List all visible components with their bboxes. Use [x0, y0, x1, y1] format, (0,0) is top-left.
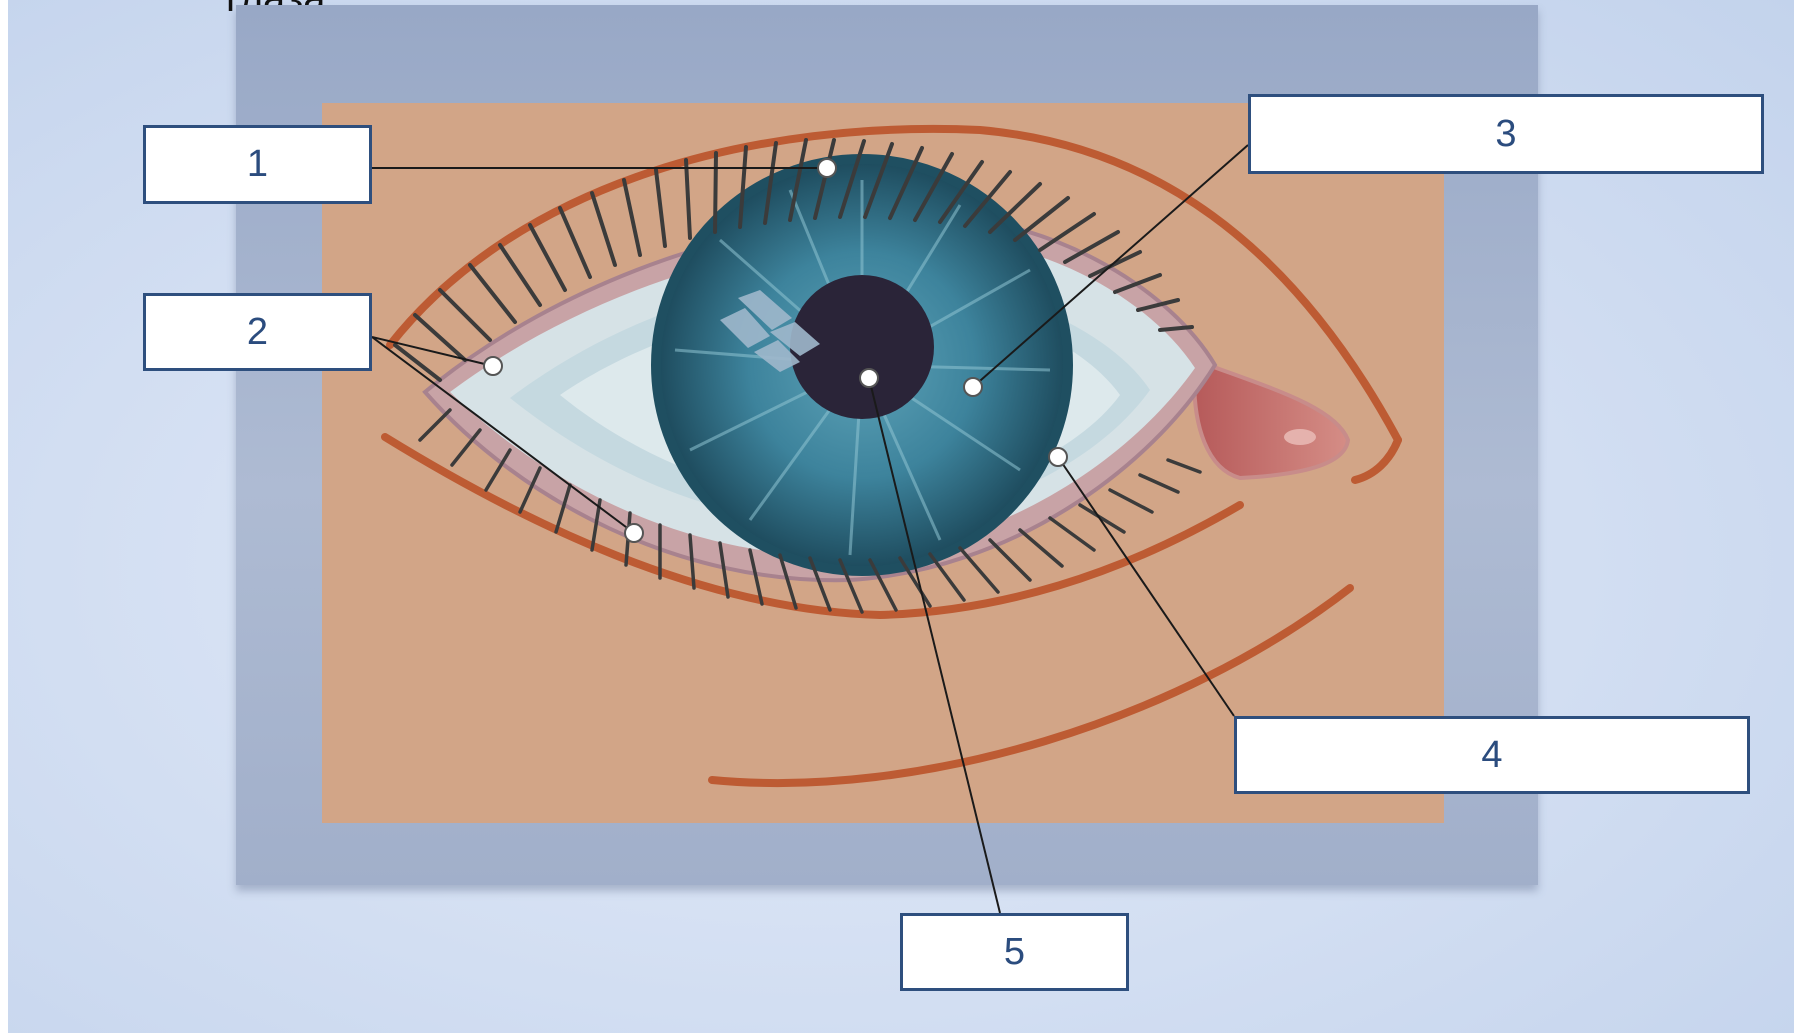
marker-dot-2b	[625, 524, 643, 542]
marker-dot-2a	[484, 357, 502, 375]
marker-dot-1	[818, 159, 836, 177]
label-box-5[interactable]: 5	[900, 913, 1129, 991]
label-box-4[interactable]: 4	[1234, 716, 1750, 794]
caruncle-highlight	[1284, 429, 1316, 445]
label-box-3[interactable]: 3	[1248, 94, 1764, 174]
marker-dot-4	[1049, 448, 1067, 466]
marker-dot-5	[860, 369, 878, 387]
marker-dot-3	[964, 378, 982, 396]
label-box-2[interactable]: 2	[143, 293, 372, 371]
label-box-1[interactable]: 1	[143, 125, 372, 204]
